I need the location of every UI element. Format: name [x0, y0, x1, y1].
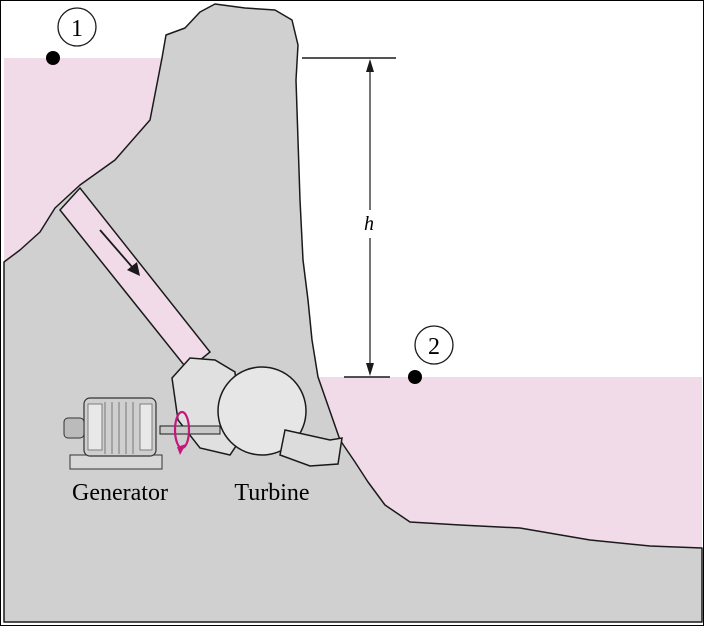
- point-1-marker: 1: [46, 7, 97, 65]
- point-2-marker: 2: [408, 325, 454, 384]
- generator-base: [69, 454, 163, 470]
- rock-mass: [3, 3, 703, 623]
- turbine-label: Turbine: [234, 480, 309, 506]
- generator: [63, 397, 163, 470]
- dimension-arrowhead-up: [366, 59, 374, 72]
- lower-reservoir-water: [318, 377, 702, 548]
- point-2-label: 2: [428, 334, 440, 360]
- generator-label: Generator: [72, 480, 168, 506]
- head-dimension: h: [302, 57, 396, 378]
- point-1-dot: [46, 51, 60, 65]
- dimension-arrowhead-down: [366, 363, 374, 376]
- generator-hub: [63, 417, 85, 439]
- penstock-pipe: [59, 186, 212, 372]
- point-1-label: 1: [71, 16, 83, 42]
- point-2-circle: [414, 325, 454, 365]
- generator-end-cap-left: [87, 403, 103, 451]
- head-label: h: [364, 213, 374, 235]
- flow-arrowhead: [127, 262, 140, 276]
- flow-arrow: [99, 229, 134, 269]
- draft-tube: [279, 429, 343, 467]
- point-1-circle: [57, 7, 97, 47]
- rotation-arrowhead: [177, 444, 186, 455]
- upper-reservoir-water: [4, 58, 162, 262]
- point-2-dot: [408, 370, 422, 384]
- generator-end-cap-right: [139, 403, 153, 451]
